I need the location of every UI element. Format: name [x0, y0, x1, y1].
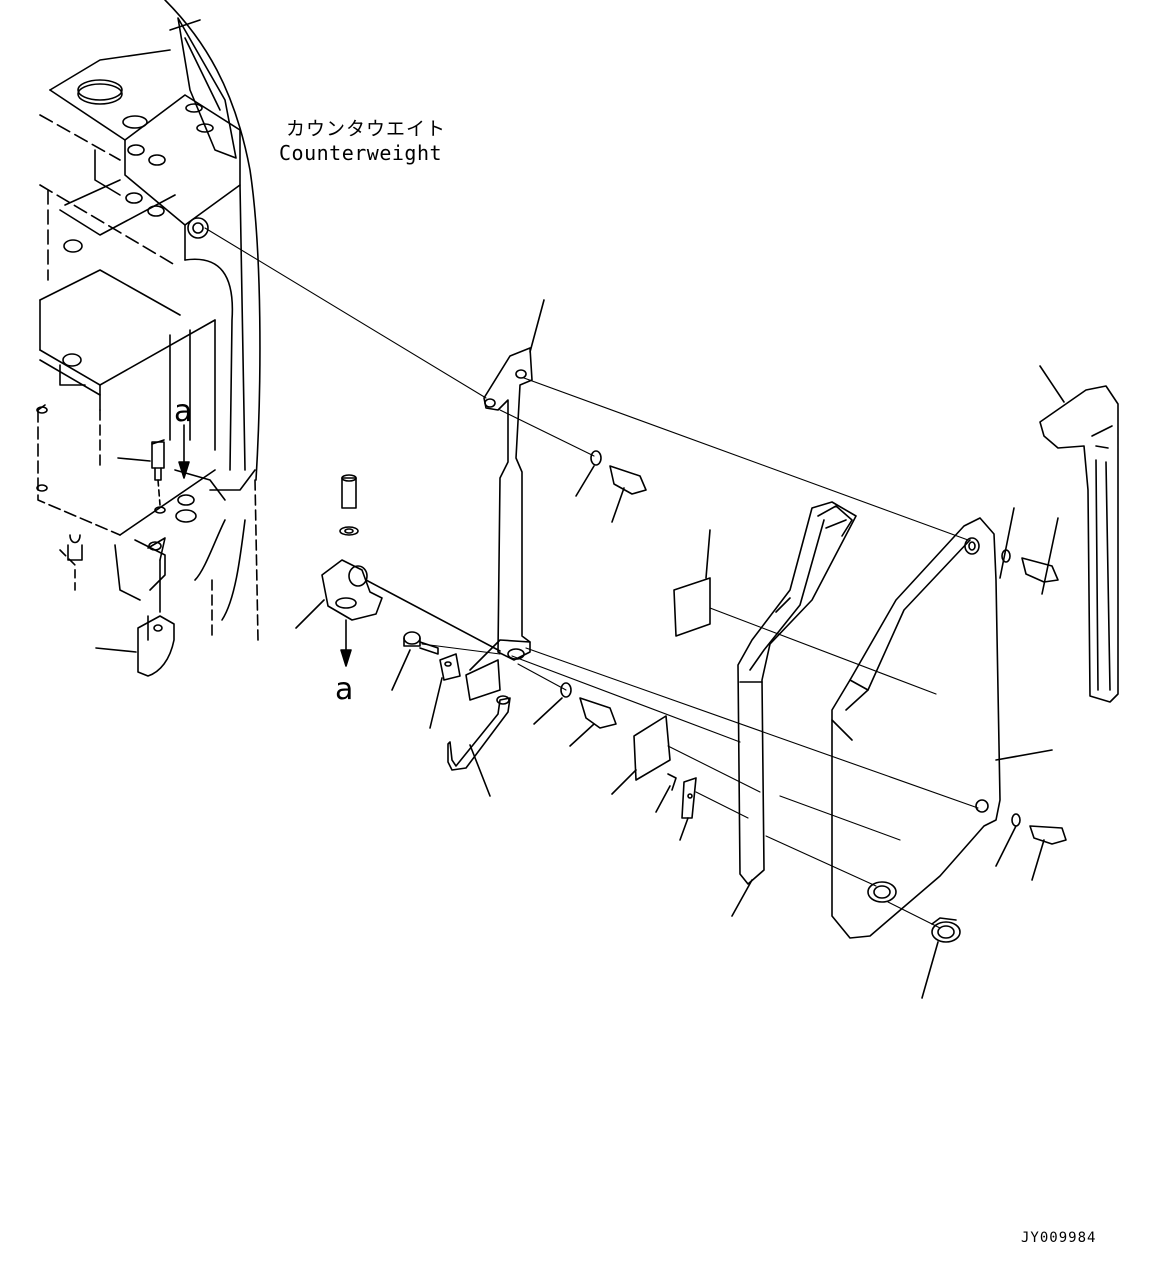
washer-bolt-upper [576, 451, 646, 522]
clip-part [430, 654, 460, 728]
view-arrow-a-top [179, 425, 189, 478]
view-arrow-a-bottom [341, 620, 351, 666]
washer-bolt-door-upper [1000, 508, 1058, 594]
door-seal-strip [1040, 366, 1118, 702]
washer-bolt-lower [534, 683, 616, 746]
view-marker-a-top: a [174, 394, 193, 429]
view-marker-a-bottom: a [335, 672, 354, 707]
washer-bolt-door-lower [996, 814, 1066, 880]
counterweight-label-en: Counterweight [279, 141, 443, 165]
snap-ring [656, 774, 676, 812]
side-door-panel [832, 518, 1052, 938]
door-seal-frame [732, 502, 856, 916]
stopper-strip [680, 778, 696, 840]
bolt-bracket-upper [340, 475, 358, 535]
seal-sheet-lower [612, 716, 670, 794]
counterweight-label-jp: カウンタウエイト [286, 118, 447, 140]
bent-rod [448, 696, 510, 796]
vertical-stay [466, 300, 544, 700]
mounting-bracket [296, 560, 500, 651]
counterweight-body [37, 0, 260, 640]
grommet [922, 918, 960, 998]
flange-bolt [392, 632, 438, 690]
leader-lines [205, 228, 978, 928]
bolt-left-upper [118, 440, 164, 505]
drawing-code: JY009984 [1021, 1230, 1097, 1246]
seal-sheet-upper [674, 530, 710, 636]
latch-handle-part [96, 560, 174, 676]
